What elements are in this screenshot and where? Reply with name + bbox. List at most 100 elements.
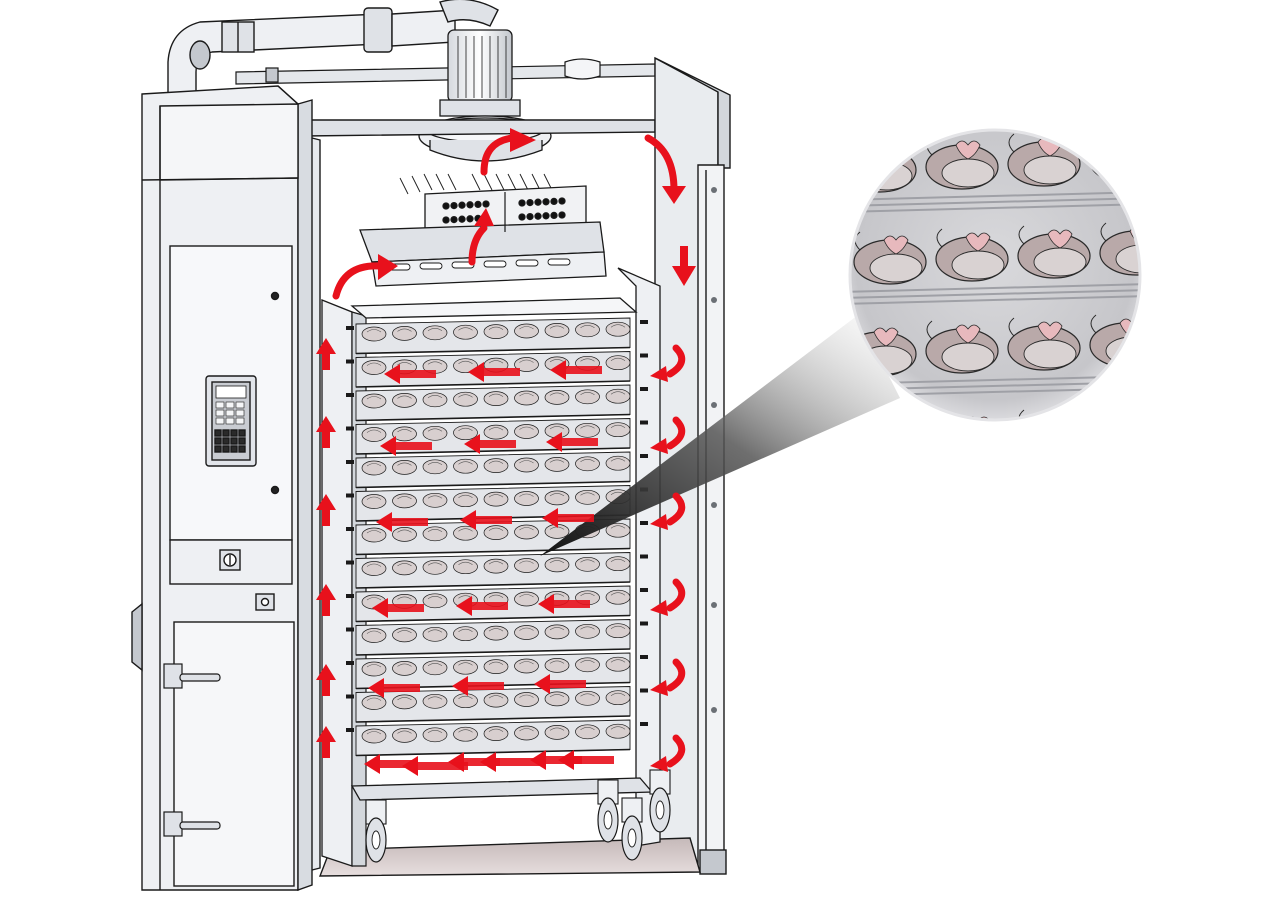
product: [422, 693, 448, 709]
product: [575, 456, 600, 472]
airflow-arrow-curved: [650, 658, 686, 696]
product: [1007, 317, 1081, 371]
product: [514, 457, 539, 473]
product: [575, 422, 600, 438]
product: [422, 425, 448, 441]
product: [483, 525, 509, 540]
product: [514, 625, 539, 640]
heart-mark: [1047, 413, 1073, 420]
heart-mark: [1047, 229, 1073, 249]
product: [850, 139, 917, 193]
grid-bar: [850, 289, 1140, 299]
airflow-arrow-curved: [650, 416, 686, 454]
airflow-arrow-up: [316, 664, 336, 696]
product: [453, 626, 478, 642]
product: [453, 659, 478, 675]
product: [514, 725, 539, 741]
tray-row: [346, 686, 648, 723]
grid-bar: [840, 468, 1150, 476]
product: [361, 695, 387, 710]
airflow-arrow-left: [372, 598, 424, 618]
product: [605, 321, 631, 337]
airflow-arrow-left: [464, 434, 516, 454]
product: [483, 491, 509, 507]
product: [575, 657, 600, 673]
tray-row: [346, 451, 648, 489]
product: [605, 723, 631, 739]
product: [453, 559, 478, 575]
product: [483, 458, 509, 473]
heart-mark: [873, 143, 899, 163]
product: [483, 692, 509, 708]
airflow-arrow-left: [402, 756, 468, 776]
airflow-arrow-left: [468, 362, 520, 382]
heart-mark: [1212, 224, 1236, 242]
product: [483, 424, 509, 440]
product: [1172, 128, 1244, 180]
product: [453, 425, 478, 441]
heart-mark: [883, 419, 909, 420]
heater-box: [359, 173, 607, 287]
product: [1099, 406, 1140, 420]
product: [514, 491, 539, 506]
airflow-arrow-return: [644, 134, 686, 204]
product: [422, 559, 448, 575]
rack-top: [350, 297, 638, 319]
product: [514, 424, 539, 439]
product: [361, 360, 387, 375]
product: [544, 624, 570, 640]
airflow-arrow-left: [364, 754, 416, 774]
product: [453, 693, 478, 709]
product: [1017, 225, 1091, 279]
product: [361, 460, 387, 476]
product: [422, 492, 448, 508]
product: [361, 661, 387, 677]
product: [483, 726, 509, 741]
product: [422, 660, 448, 676]
heart-mark: [955, 324, 981, 344]
rack-right-upright: [617, 267, 661, 847]
product: [514, 357, 539, 372]
product: [1017, 409, 1091, 420]
product: [453, 525, 478, 541]
heart-mark: [1212, 408, 1236, 426]
airflow-arrow-fan: [480, 128, 536, 176]
airflow-arrow-left: [376, 512, 428, 532]
zoom-cone: [540, 315, 900, 556]
product: [453, 492, 478, 508]
product: [605, 556, 631, 572]
product: [575, 389, 600, 405]
airflow-arrow-return: [672, 246, 696, 286]
product: [544, 490, 570, 506]
heart-mark: [1037, 321, 1063, 341]
airflow-arrow-curved: [650, 492, 686, 530]
product: [605, 388, 631, 404]
product: [361, 561, 387, 576]
tray-row: [346, 719, 648, 757]
heart-mark: [873, 327, 899, 347]
airflow-arrow-left: [542, 508, 594, 528]
airflow-arrow-left: [538, 594, 590, 614]
exhaust-duct: [167, 0, 499, 96]
airflow-arrows: [316, 128, 696, 776]
product: [392, 460, 417, 475]
airflow-arrow-heater: [468, 208, 494, 266]
airflow-arrow-heater: [332, 254, 398, 300]
control-panel: [205, 375, 257, 467]
grid-bar: [850, 197, 1140, 207]
product: [483, 558, 509, 574]
product: [392, 326, 417, 341]
product: [392, 694, 417, 710]
product: [361, 728, 387, 744]
product: [422, 593, 448, 609]
airflow-arrow-curved: [650, 578, 686, 616]
product: [483, 625, 509, 641]
product: [605, 455, 631, 471]
product: [422, 727, 448, 743]
product: [575, 556, 600, 572]
airflow-arrow-curved: [650, 344, 686, 382]
product: [514, 692, 539, 707]
product: [853, 231, 927, 285]
airflow-arrow-left: [480, 752, 540, 772]
product: [925, 320, 999, 374]
